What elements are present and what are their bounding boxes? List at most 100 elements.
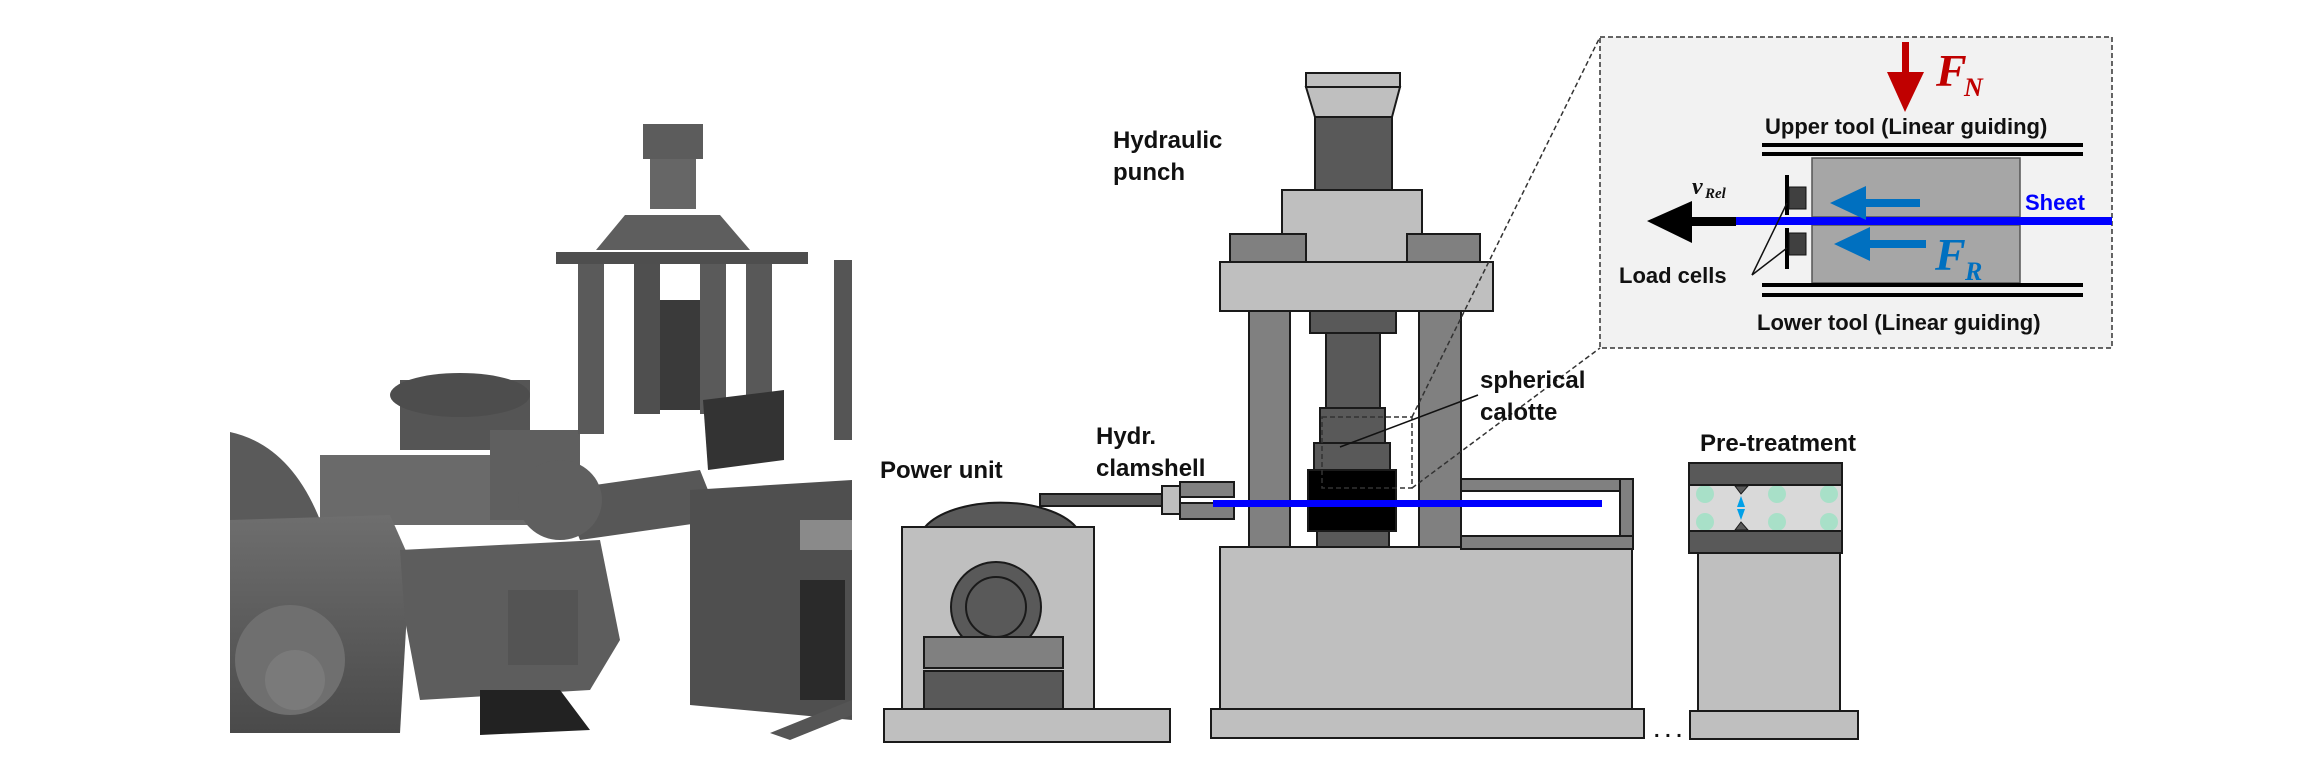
hydraulic-press (1210, 72, 1645, 739)
rig-photo (230, 124, 852, 740)
velocity-subscript: Rel (1704, 186, 1727, 202)
photo-motor (518, 460, 602, 540)
pre-treatment-top-plate (1688, 462, 1843, 486)
pre-treatment-bottom-plate (1688, 530, 1843, 554)
bead (1768, 485, 1786, 503)
label-pre-treatment: Pre-treatment (1700, 430, 1856, 457)
photo-press-column (578, 264, 604, 434)
zoom-line-top (1411, 36, 1601, 418)
calotte-leader (1339, 394, 1479, 448)
normal-force-symbol: F (1935, 45, 1967, 96)
photo-cylinder (650, 159, 696, 209)
hydraulic-hose (1039, 493, 1163, 507)
press-crossbeam (1219, 261, 1494, 312)
label-hydr-clamshell-1: Hydr. (1096, 423, 1156, 450)
photo-terminal-box (508, 590, 578, 665)
photo-monitor (703, 390, 784, 470)
ram (1325, 332, 1381, 409)
photo-motor-foot (480, 690, 590, 735)
label-lower-tool: Lower tool (Linear guiding) (1757, 310, 2041, 335)
lower-rail-2 (1762, 293, 2083, 297)
ram-flange (1309, 310, 1397, 334)
normal-force-arrowhead (1887, 72, 1924, 112)
bead (1768, 513, 1786, 531)
friction-arrow-upper-shaft (1860, 199, 1920, 207)
clamshell-connector (1161, 485, 1181, 515)
press-pillar-left (1248, 310, 1291, 549)
label-upper-tool: Upper tool (Linear guiding) (1765, 114, 2047, 139)
label-spherical-calotte-1: spherical (1480, 367, 1585, 394)
inset-sheet (1735, 217, 2112, 225)
bead (1820, 485, 1838, 503)
gap-arrow-up (1737, 496, 1745, 507)
label-spherical-calotte-2: calotte (1480, 399, 1557, 426)
photo-shaft (265, 650, 325, 710)
friction-force-subscript: R (1964, 257, 1982, 286)
sheet-strip (1213, 500, 1602, 507)
velocity-shaft (1690, 217, 1736, 226)
power-unit-pump (923, 636, 1064, 669)
photo-cross-beam (560, 470, 720, 540)
load-cell-leader-1 (1751, 202, 1788, 276)
power-unit (883, 493, 1171, 743)
punch-cap (1305, 72, 1401, 88)
photo-back-post (834, 260, 852, 440)
label-sheet: Sheet (2025, 190, 2086, 215)
zoom-line-bottom (1411, 347, 1601, 489)
tribometer-inset: F N Upper tool (Linear guiding) Lower to… (1599, 36, 2113, 349)
photo-floor-rail (770, 700, 852, 740)
press-base-plate (1210, 708, 1645, 739)
lower-tool-holder (1316, 530, 1390, 549)
bead (1820, 513, 1838, 531)
press-nut-left (1229, 233, 1307, 263)
power-unit-tank (923, 670, 1064, 710)
punch-cylinder (1314, 116, 1393, 191)
velocity-symbol: v (1692, 174, 1703, 200)
schematic-labels: Hydraulic punch spherical calotte Power … (880, 127, 1856, 742)
upper-tool-holder (1313, 442, 1391, 471)
normal-force-shaft (1902, 42, 1909, 72)
bead (1696, 513, 1714, 531)
velocity-arrowhead (1647, 201, 1692, 243)
guide-frame-bottom (1460, 535, 1634, 550)
pre-treatment-column (1697, 552, 1841, 712)
label-load-cells: Load cells (1619, 263, 1727, 288)
photo-press-ram (660, 300, 700, 410)
label-hydr-clamshell-2: clamshell (1096, 455, 1205, 482)
clamshell-jaw-upper (1179, 481, 1235, 498)
friction-arrow-upper-head (1830, 186, 1866, 220)
press-base (1219, 546, 1633, 710)
load-cell-plate-upper (1785, 175, 1789, 215)
power-unit-motor-inner (965, 576, 1027, 638)
press-pillar-right (1418, 310, 1462, 549)
power-unit-dome (922, 501, 1079, 528)
pre-treatment-unit (1688, 462, 1859, 740)
rig-schematic (883, 36, 1859, 743)
zoom-indicator (1321, 36, 1601, 489)
load-cell-upper (1788, 186, 1807, 210)
lower-tool-block (1811, 224, 2021, 284)
photo-cabinet-panel (800, 520, 852, 550)
press-nut-right (1406, 233, 1481, 263)
pre-treatment-base (1689, 710, 1859, 740)
load-cell-lower (1788, 232, 1807, 256)
zoom-region (1321, 416, 1413, 489)
label-hydraulic-punch-1: Hydraulic (1113, 127, 1222, 154)
upper-rail-1 (1762, 143, 2083, 147)
photo-drum (230, 432, 320, 520)
label-power-unit: Power unit (880, 457, 1003, 484)
photo-press-column (634, 264, 660, 414)
pre-treatment-beads (1696, 485, 1838, 531)
bead (1696, 485, 1714, 503)
photo-pc (800, 580, 845, 700)
friction-force-symbol: F (1934, 229, 1966, 280)
photo-press-plate (556, 252, 808, 264)
friction-arrow-lower-head (1834, 227, 1870, 261)
label-ellipsis: . . . (1654, 720, 1682, 742)
photo-press-head (596, 215, 750, 250)
load-cell-leader-2 (1751, 247, 1788, 276)
label-hydraulic-punch-2: punch (1113, 159, 1185, 186)
guide-frame-top (1460, 478, 1634, 492)
punch-flange (1304, 86, 1402, 118)
lower-rail-1 (1762, 283, 2083, 287)
